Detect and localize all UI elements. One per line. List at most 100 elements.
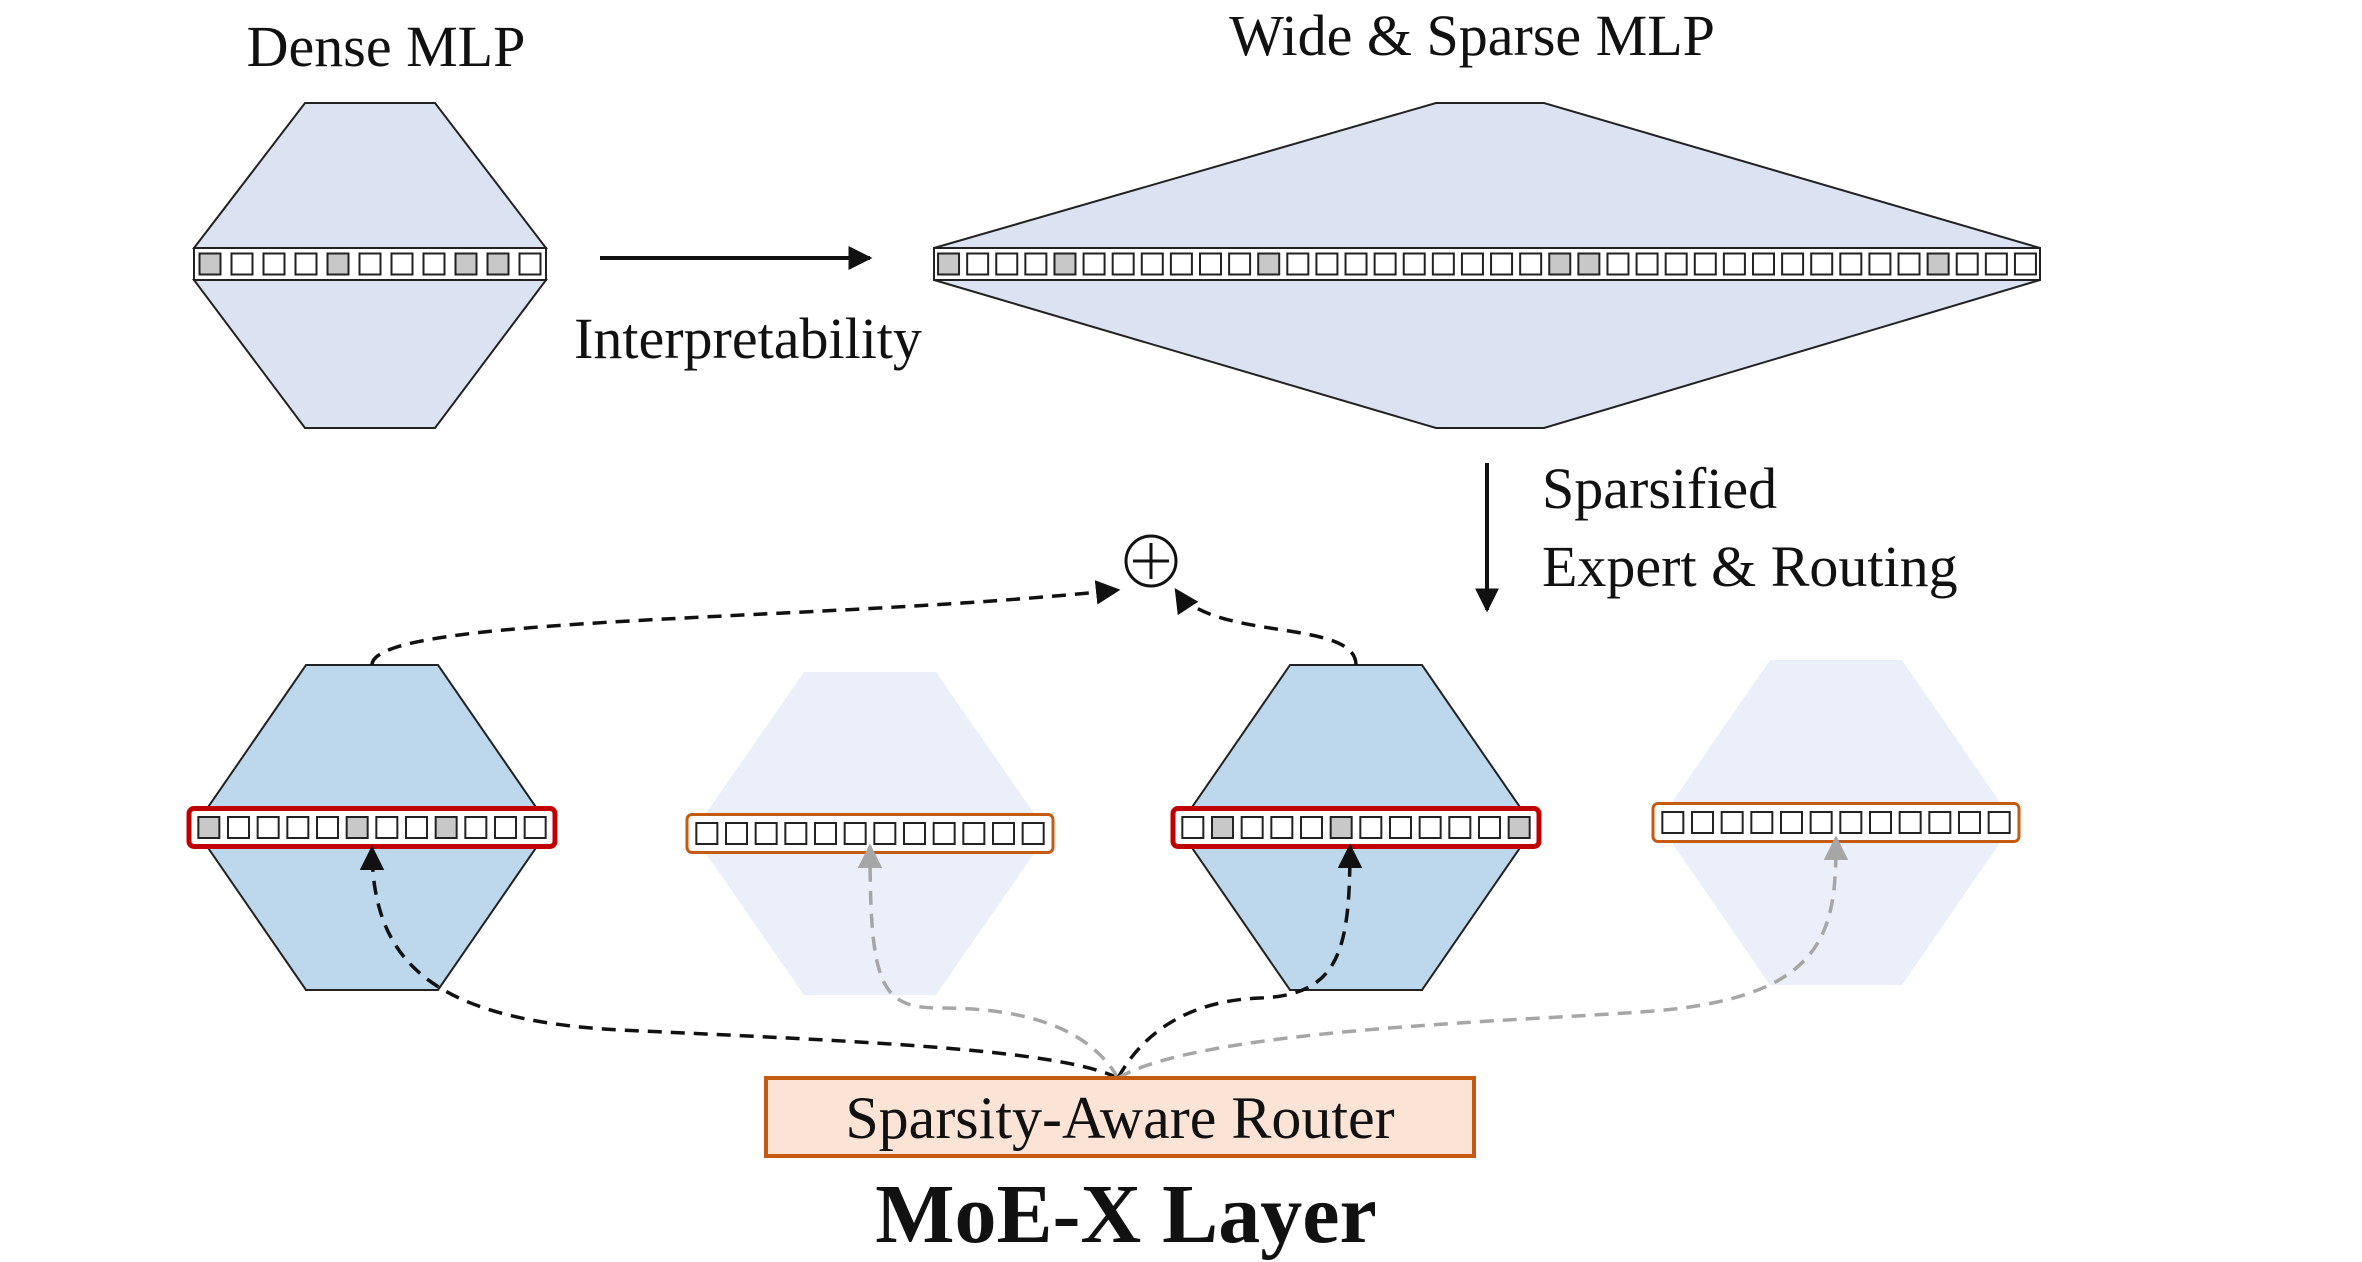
route-to-expert1 [359,845,1119,1080]
expert-3-neuron-inactive [1270,816,1294,839]
expert-1-neuron-inactive [227,816,250,839]
wide-mlp-neuron-inactive [1693,252,1717,276]
wide-mlp-upper-body [933,102,2041,249]
wide-mlp-neuron-inactive [1373,252,1397,276]
expert-4-neuron-inactive [1869,811,1892,834]
expert-1-neuron-active [345,816,369,839]
wide-sparse-mlp [933,102,2041,429]
expert-4-neuron-inactive [1898,811,1922,834]
expert-4-neuron-inactive [1928,811,1952,834]
interpretability-label: Interpretability [574,306,922,371]
expert-1-neuron-inactive [375,816,399,839]
expert-1-neuron-inactive [405,816,428,839]
dense-mlp-neuron-inactive [358,252,382,276]
wide-mlp-neuron-inactive [1810,252,1834,276]
wide-mlp-neuron-inactive [1490,252,1514,276]
wide-mlp-neuron-row [933,247,2041,281]
router-box [764,1076,1476,1158]
router-label: Sparsity-Aware Router [845,1085,1394,1151]
route-to-expert3 [1116,843,1363,1079]
dense-mlp-neuron-inactive [230,252,254,276]
dense-mlp-neuron-inactive [390,252,414,276]
expert-3-neuron-active [1211,816,1234,839]
expert-3-neuron-inactive [1359,816,1383,839]
wide-mlp-neuron-active [1548,252,1572,276]
expert-3-neuron-inactive [1478,816,1501,839]
expert1-to-sum-path [370,580,1121,666]
expert-2-neuron-inactive [754,822,778,845]
expert-2 [685,672,1055,995]
dense-mlp-neuron-inactive [262,252,286,276]
dense-mlp-neuron-inactive [518,252,542,276]
dense-mlp-upper-body [191,102,549,249]
expert-3-neuron-inactive [1418,816,1442,839]
wide-mlp-neuron-active [1926,252,1950,276]
wide-mlp-neuron-inactive [1664,252,1688,276]
wide-mlp-neuron-inactive [2013,252,2037,276]
wide-mlp-neuron-inactive [1169,252,1193,276]
expert-4-neuron-inactive [1661,811,1685,834]
dense-mlp-neuron-inactive [422,252,446,276]
wide-mlp-neuron-inactive [1402,252,1426,276]
wide-mlp-neuron-inactive [1431,252,1455,276]
sparsified-label-line1: Sparsified [1542,456,1777,521]
expert-1-neuron-inactive [286,816,310,839]
expert-3-neuron-inactive [1240,816,1264,839]
expert-4-neuron-inactive [1691,811,1714,834]
expert-2-neuron-inactive [962,822,986,845]
expert-1-neuron-inactive [494,816,517,839]
expert-2-neuron-inactive [695,822,719,845]
dense-mlp [191,102,549,429]
wide-mlp-neuron-inactive [1082,252,1106,276]
expert-1-neuron-inactive [256,816,280,839]
expert-2-neuron-inactive [873,822,897,845]
wide-mlp-neuron-inactive [1606,252,1630,276]
wide-mlp-neuron-inactive [1897,252,1921,276]
moe-x-layer-title: MoE-X Layer [875,1168,1377,1261]
expert-1-neuron-inactive [464,816,488,839]
dense-mlp-neuron-row [193,247,547,281]
expert-1-neuron-inactive [316,816,339,839]
wide-mlp-neuron-inactive [1955,252,1979,276]
expert-3-neuron-inactive [1181,816,1205,839]
sparsified-label-line2: Expert & Routing [1542,534,1958,599]
dense-mlp-neuron-active [486,252,510,276]
wide-mlp-neuron-inactive [1228,252,1252,276]
expert-4-neuron-inactive [1720,811,1744,834]
dense-mlp-neuron-inactive [294,252,318,276]
wide-mlp-neuron-inactive [1286,252,1310,276]
dense-mlp-title: Dense MLP [247,14,526,79]
expert-1 [186,664,558,991]
wide-mlp-title: Wide & Sparse MLP [1229,3,1715,68]
wide-mlp-neuron-inactive [1868,252,1892,276]
wide-mlp-neuron-inactive [1519,252,1543,276]
expert-2-neuron-inactive [843,822,867,845]
expert-2-neuron-inactive [903,822,926,845]
expert3-to-sum-path [1174,587,1358,666]
dense-mlp-neuron-active [326,252,350,276]
expert-4 [1651,660,2021,985]
expert-1-neuron-active [434,816,458,839]
wide-mlp-neuron-inactive [1111,252,1135,276]
wide-mlp-neuron-active [1053,252,1077,276]
expert-3-neuron-active [1507,816,1531,839]
wide-mlp-neuron-active [937,252,961,276]
wide-mlp-neuron-inactive [1140,252,1164,276]
dense-mlp-neuron-active [198,252,222,276]
expert-2-neuron-inactive [1021,822,1045,845]
wide-mlp-neuron-inactive [1635,252,1659,276]
expert-1-neuron-inactive [523,816,547,839]
expert-4-neuron-inactive [1987,811,2011,834]
expert-group [186,660,2021,995]
wide-mlp-neuron-inactive [1024,252,1048,276]
expert-4-neuron-inactive [1839,811,1863,834]
wide-mlp-neuron-inactive [1344,252,1368,276]
wide-mlp-neuron-inactive [1781,252,1805,276]
dense-mlp-neuron-active [454,252,478,276]
wide-mlp-neuron-inactive [995,252,1019,276]
expert-4-neuron-inactive [1809,811,1833,834]
expert-4-neuron-inactive [1750,811,1774,834]
dense-mlp-lower-body [192,279,548,429]
wide-mlp-neuron-inactive [1984,252,2008,276]
